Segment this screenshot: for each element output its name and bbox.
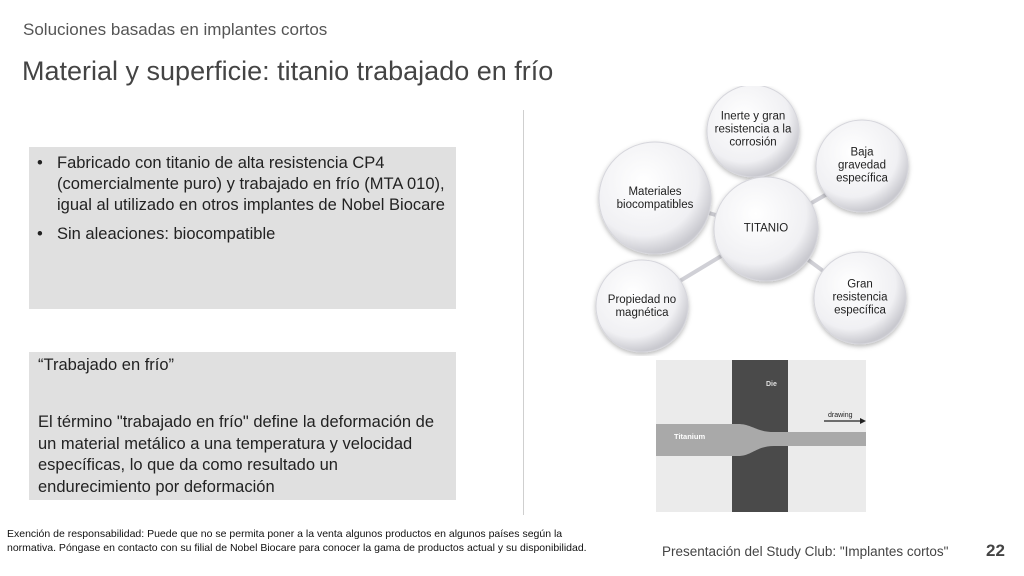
features-list: Fabricado con titanio de alta resistenci… [29,147,456,245]
titanium-properties-diagram: TITANIO Inerte y gran resistencia a la c… [580,84,920,356]
definition-box: “Trabajado en frío” El término "trabajad… [29,352,456,500]
center-label: TITANIO [743,222,789,235]
center-bubble [713,176,819,282]
node-label: Baja gravedad específica [836,146,888,185]
node-label: Inerte y gran resistencia a la corrosión [714,110,792,149]
die-label: Die [766,381,777,388]
page-title: Material y superficie: titanio trabajado… [22,56,554,86]
footer-presentation: Presentación del Study Club: "Implantes … [662,544,949,559]
drawing-label: drawing [828,412,853,419]
diagram-graphic [595,84,909,353]
node-bubble [813,251,907,345]
node-label: Materiales biocompatibles [616,186,694,211]
feature-bullet: Fabricado con titanio de alta resistenci… [37,153,446,216]
node-label: Gran resistencia específica [832,278,888,317]
node-bubble [595,259,689,353]
node-bubble [815,119,909,213]
definition-body: El término "trabajado en frío" define la… [38,413,435,496]
feature-bullet: Sin aleaciones: biocompatible [37,224,446,245]
features-box: Fabricado con titanio de alta resistenci… [29,147,456,309]
die-graphic [656,360,866,512]
node-bubble [598,141,712,255]
definition-heading: “Trabajado en frío” [38,356,175,374]
cold-drawing-figure: Die drawing Titanium [656,360,866,512]
disclaimer-text: Exención de responsabilidad: Puede que n… [7,528,587,554]
page-number: 22 [986,541,1005,560]
material-label: Titanium [674,432,706,441]
vertical-divider [523,110,524,515]
supertitle: Soluciones basadas en implantes cortos [23,20,328,39]
node-label: Propiedad no magnética [607,294,677,319]
